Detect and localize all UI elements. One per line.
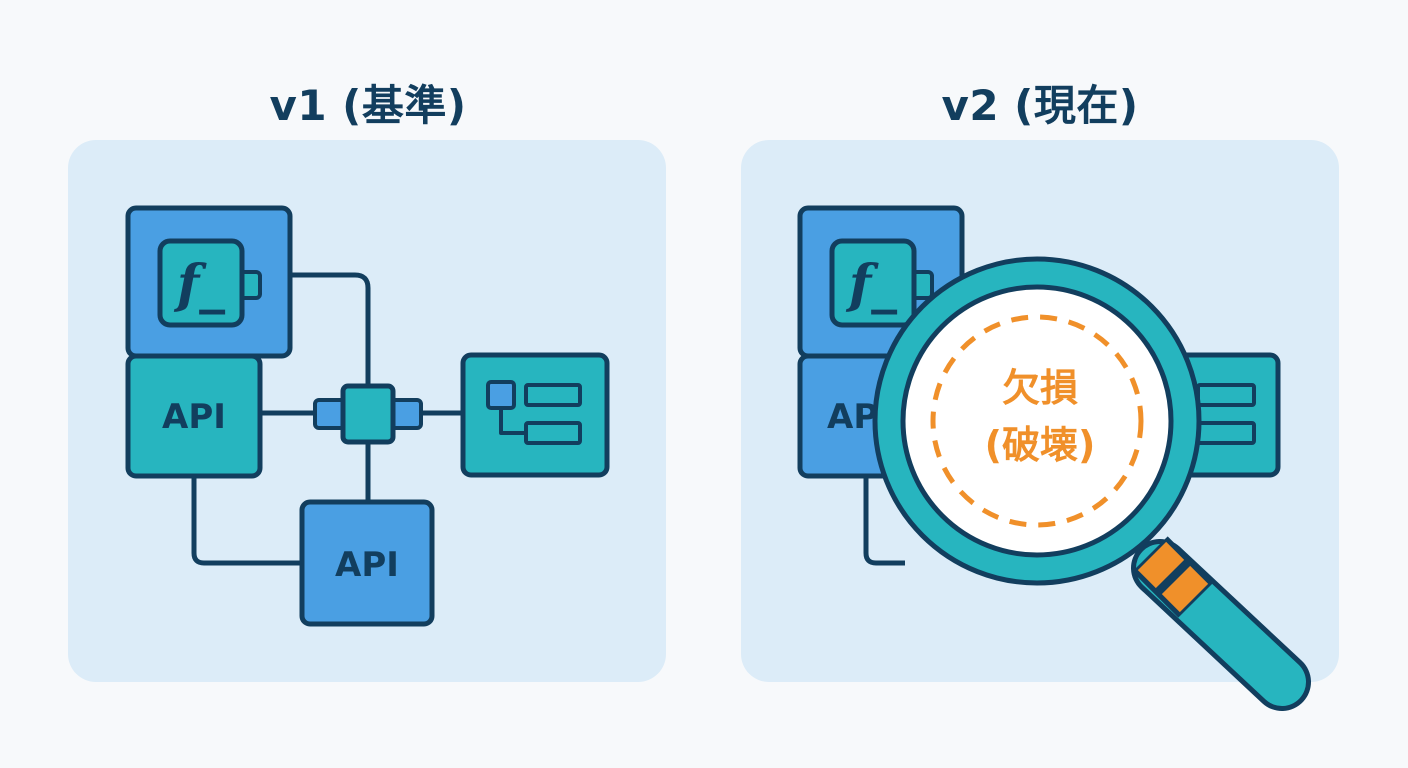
v1-hub [313,383,423,445]
v1-diagram: f_ API API [125,205,610,627]
v1-api-label-2: API [335,545,399,585]
v2-function-symbol: f_ [845,254,897,315]
v2-connector [863,475,905,566]
v2-diagram: f_ AP 欠損 (破壊) [797,205,1311,711]
lens-label-missing: 欠損 [1002,366,1078,410]
magnifier-icon: 欠損 (破壊) [872,256,1311,711]
v1-api-label-1: API [162,397,226,437]
v1-api-box-1: API [125,353,263,479]
v2-function-box: f_ [797,205,965,359]
v1-title: v1 (基準) [269,81,467,130]
v1-function-box: f_ [125,205,293,359]
v1-api-box-2: API [299,499,435,627]
v1-function-symbol: f_ [173,254,225,315]
v2-title: v2 (現在) [941,81,1139,130]
v2-api-label-partial: AP [827,397,878,437]
lens-label-broken: (破壊) [985,423,1096,467]
v1-layout-box [460,352,610,478]
